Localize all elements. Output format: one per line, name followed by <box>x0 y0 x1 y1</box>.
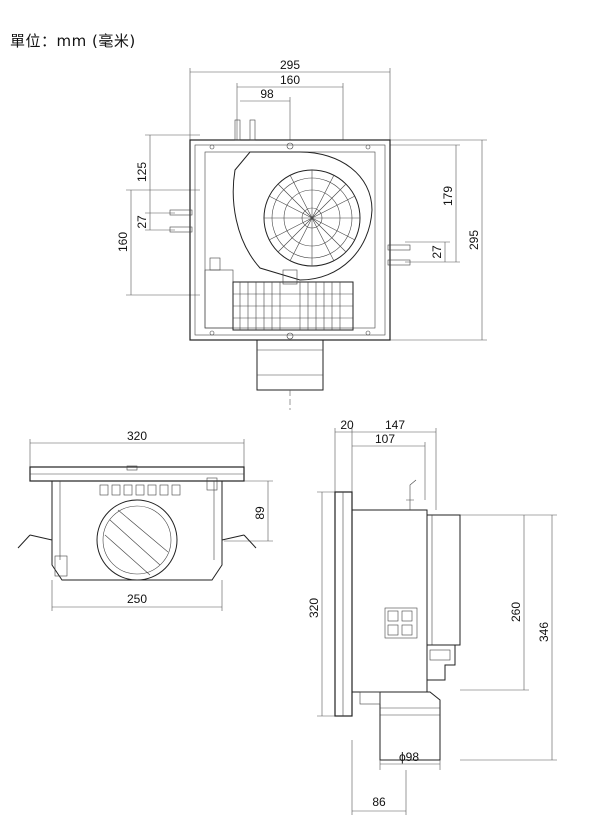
top-view: 295 160 98 125 27 160 179 27 295 <box>116 58 487 410</box>
dim-front-250: 250 <box>127 592 147 606</box>
dim-side-86: 86 <box>372 795 386 809</box>
dim-top-295: 295 <box>280 58 300 72</box>
dim-right-295: 295 <box>467 230 481 250</box>
dim-side-346: 346 <box>537 622 551 642</box>
dim-left-160: 160 <box>116 232 130 252</box>
dim-front-320: 320 <box>127 429 147 443</box>
dim-top-98: 98 <box>260 87 274 101</box>
dim-side-phi98: ϕ98 <box>399 750 419 764</box>
dim-left-125: 125 <box>135 162 149 182</box>
dim-side-147: 147 <box>385 418 405 432</box>
dim-left-27: 27 <box>135 215 149 229</box>
dim-right-27: 27 <box>430 245 444 259</box>
dim-right-179: 179 <box>441 186 455 206</box>
dim-side-107: 107 <box>375 432 395 446</box>
dim-side-260: 260 <box>509 602 523 622</box>
unit-label: 單位：mm (毫米) <box>10 32 136 50</box>
dim-front-89: 89 <box>253 506 267 520</box>
side-view: 20 147 107 320 260 346 <box>307 418 557 815</box>
front-view: 320 89 250 <box>17 429 273 611</box>
dim-side-20: 20 <box>340 418 354 432</box>
dim-top-160: 160 <box>280 73 300 87</box>
dim-side-320: 320 <box>307 598 321 618</box>
